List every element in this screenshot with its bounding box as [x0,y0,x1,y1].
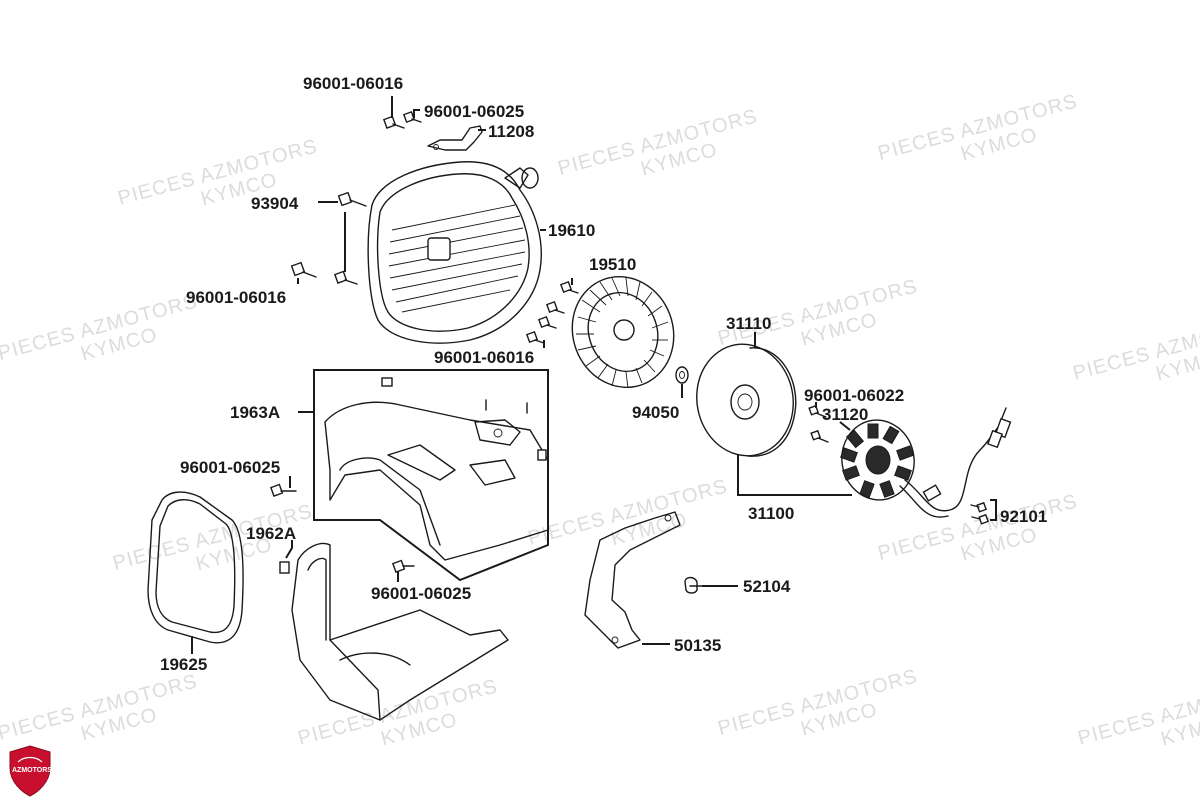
cooling-fan-19510 [571,275,675,389]
bracket-11208 [427,125,483,151]
shroud-1963A-box [313,369,549,582]
part-labels: 96001-06016 96001-06025 11208 93904 1961… [160,74,1047,674]
label-50135: 50135 [674,636,721,655]
bracket-50135 [584,511,681,649]
label-96001-06025-top: 96001-06025 [424,102,524,121]
label-96001-06016-mid: 96001-06016 [434,348,534,367]
leader-lines [191,96,997,654]
bolt-92101 [970,501,990,525]
label-1963A: 1963A [230,403,280,422]
nut-94050 [675,366,689,384]
fan-cover-19610 [367,161,542,344]
label-94050: 94050 [632,403,679,422]
bolt-96001-06016-lower [333,270,358,285]
label-31110: 31110 [726,314,771,333]
label-96001-06022: 96001-06022 [804,386,904,405]
label-96001-06025-left: 96001-06025 [180,458,280,477]
lower-shroud-1962A [279,542,509,721]
fan-bolt-set [525,280,579,344]
label-31120: 31120 [822,405,868,424]
label-96001-06016-left: 96001-06016 [186,288,286,307]
azmotors-logo: AZMOTORS [9,745,52,797]
stator-31120 [840,407,1012,518]
flywheel-rotor-31110 [696,343,797,457]
shroud-1963A [324,377,549,561]
label-96001-06025-bottom: 96001-06025 [371,584,471,603]
logo-text: AZMOTORS [12,767,52,774]
cover-19625 [147,491,244,644]
bolt-96001-06016-left [290,261,317,278]
label-19610: 19610 [548,221,595,240]
label-19510: 19510 [589,255,636,274]
clip-52104 [684,576,703,594]
bolt-96001-06025-left [269,483,297,497]
label-96001-06016-top: 96001-06016 [303,74,403,93]
bolt-96001-06022 [808,404,829,443]
label-31100: 31100 [748,504,794,523]
bolt-93904 [337,191,367,207]
label-19625: 19625 [160,655,207,674]
label-1962A: 1962A [246,524,296,543]
label-52104: 52104 [743,577,791,596]
label-11208: 11208 [488,122,534,141]
label-92101: 92101 [1000,507,1047,526]
bolt-96001-06016-top [382,115,405,129]
label-93904: 93904 [251,194,299,213]
bolt-96001-06025-top [402,110,422,124]
bolt-96001-06025-bottom [391,559,415,573]
